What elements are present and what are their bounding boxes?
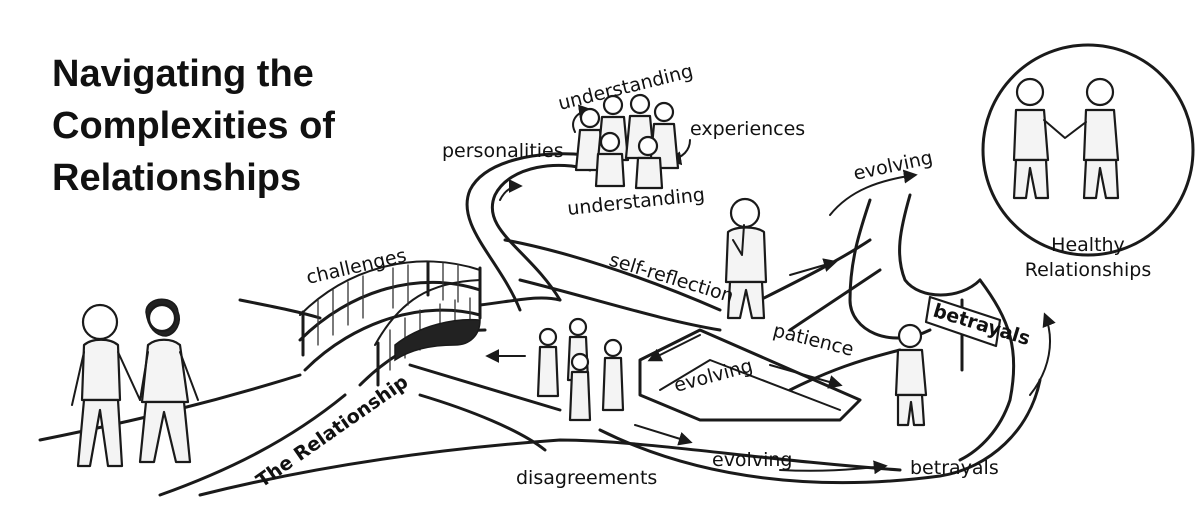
standing-figure [894, 323, 928, 427]
page-title: Navigating the Complexities of Relations… [52, 48, 432, 204]
label-betrayals-sign: betrayals [931, 300, 1033, 350]
diamond-plaza [638, 328, 862, 422]
title-line-1: Navigating the [52, 53, 314, 95]
label-healthy-line1: Healthy [1051, 234, 1125, 256]
title-line-2: Complexities of [52, 105, 335, 147]
disagreement-group-figures [536, 317, 625, 422]
main-road [38, 152, 1042, 497]
label-disagreements: disagreements [516, 467, 657, 489]
title-line-3: Relationships [52, 157, 302, 199]
label-betrayals-bottom: betrayals [910, 457, 999, 479]
thinking-figure [724, 197, 768, 320]
group-circle-figures [574, 93, 680, 190]
betrayals-sign [924, 295, 1002, 372]
label-self-reflection: self-reflection [607, 249, 737, 308]
label-evolving-bottom: evolving [712, 449, 792, 471]
bridge [298, 260, 487, 387]
couple-figures [71, 298, 199, 468]
healthy-relationships-emblem [981, 43, 1195, 257]
label-patience: patience [771, 320, 856, 361]
direction-arrows [485, 104, 1056, 475]
label-experiences: experiences [690, 118, 805, 140]
label-personalities: personalities [442, 140, 564, 162]
label-healthy-line2: Relationships [1025, 259, 1152, 281]
label-the-relationship: The Relationship [252, 371, 412, 492]
label-understanding-top: understanding [556, 60, 695, 115]
label-understanding-bottom: understanding [566, 184, 706, 220]
